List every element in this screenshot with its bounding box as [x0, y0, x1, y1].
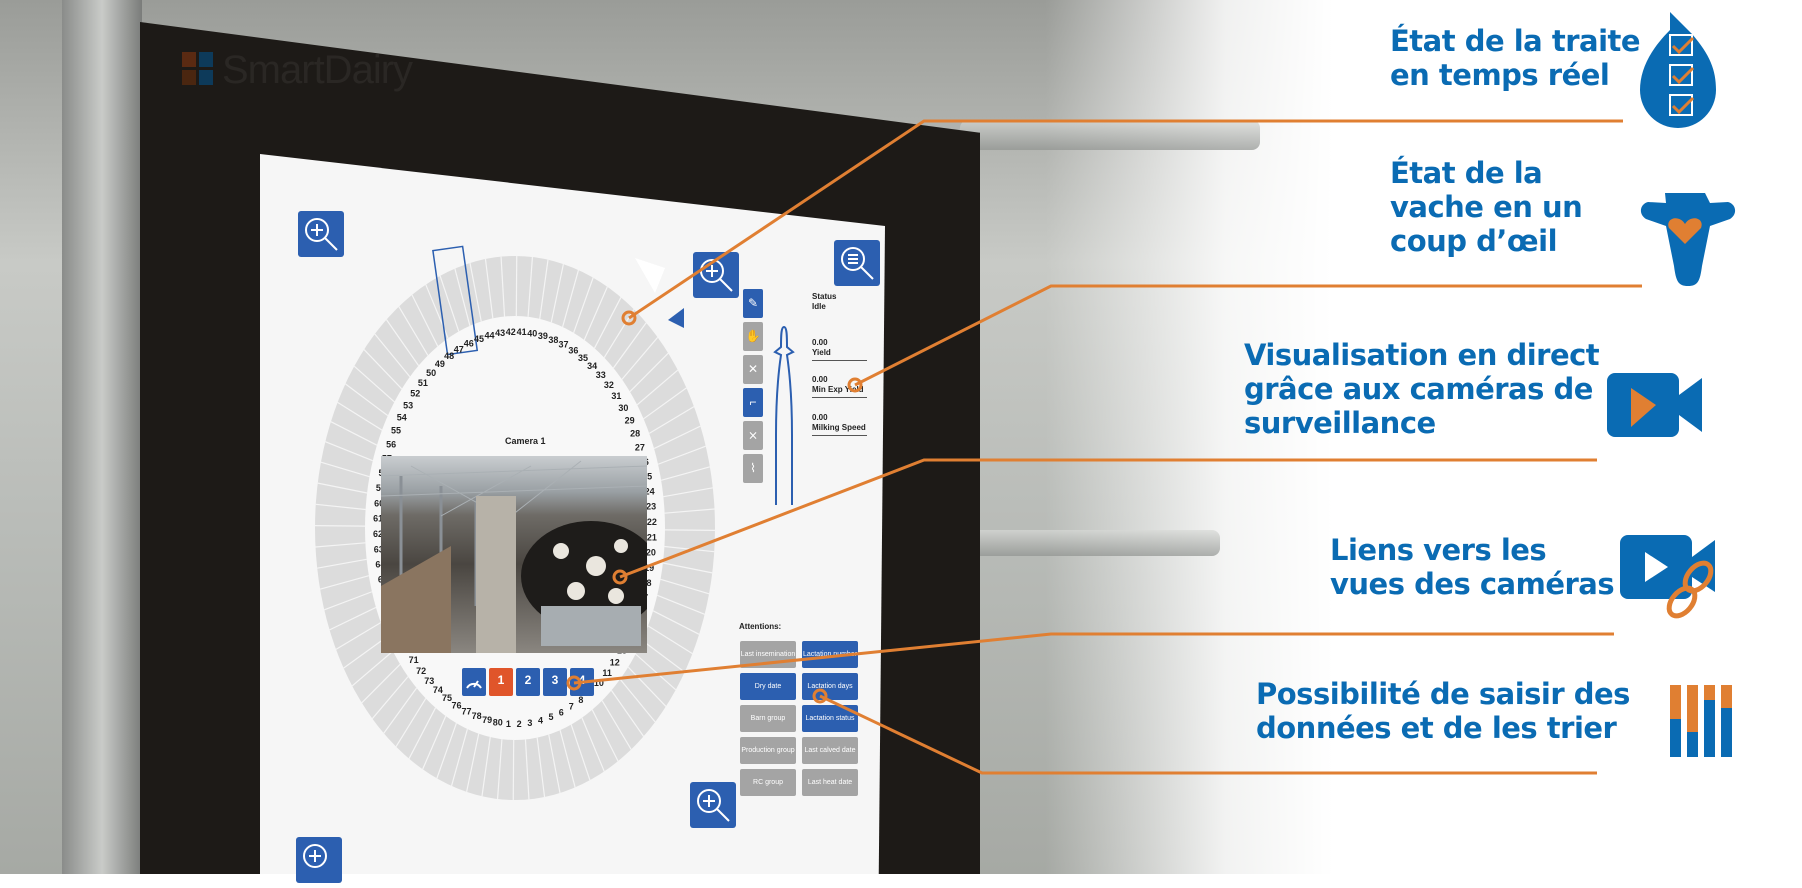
cow-heart-icon — [1630, 188, 1740, 288]
callout-text: en temps réel — [1390, 58, 1640, 92]
sorted-bars-icon — [1670, 680, 1734, 760]
callout-line-4 — [574, 634, 1614, 683]
callout-text: État de la traite — [1390, 24, 1640, 58]
milk-drop-checklist-icon — [1640, 10, 1730, 130]
callout-text: coup d’œil — [1390, 224, 1582, 258]
callout-text: Visualisation en direct — [1244, 338, 1599, 372]
callout-text: vues des caméras — [1330, 567, 1614, 601]
callout-text: Liens vers les — [1330, 533, 1614, 567]
callout-text: vache en un — [1390, 190, 1582, 224]
callout-text: données et de les trier — [1256, 711, 1630, 745]
callout-text: État de la — [1390, 156, 1582, 190]
callout-text: surveillance — [1244, 406, 1599, 440]
camera-link-icon — [1620, 532, 1720, 622]
callout-text: grâce aux caméras de — [1244, 372, 1599, 406]
video-camera-icon — [1607, 370, 1707, 440]
callout-text: Possibilité de saisir des — [1256, 677, 1630, 711]
